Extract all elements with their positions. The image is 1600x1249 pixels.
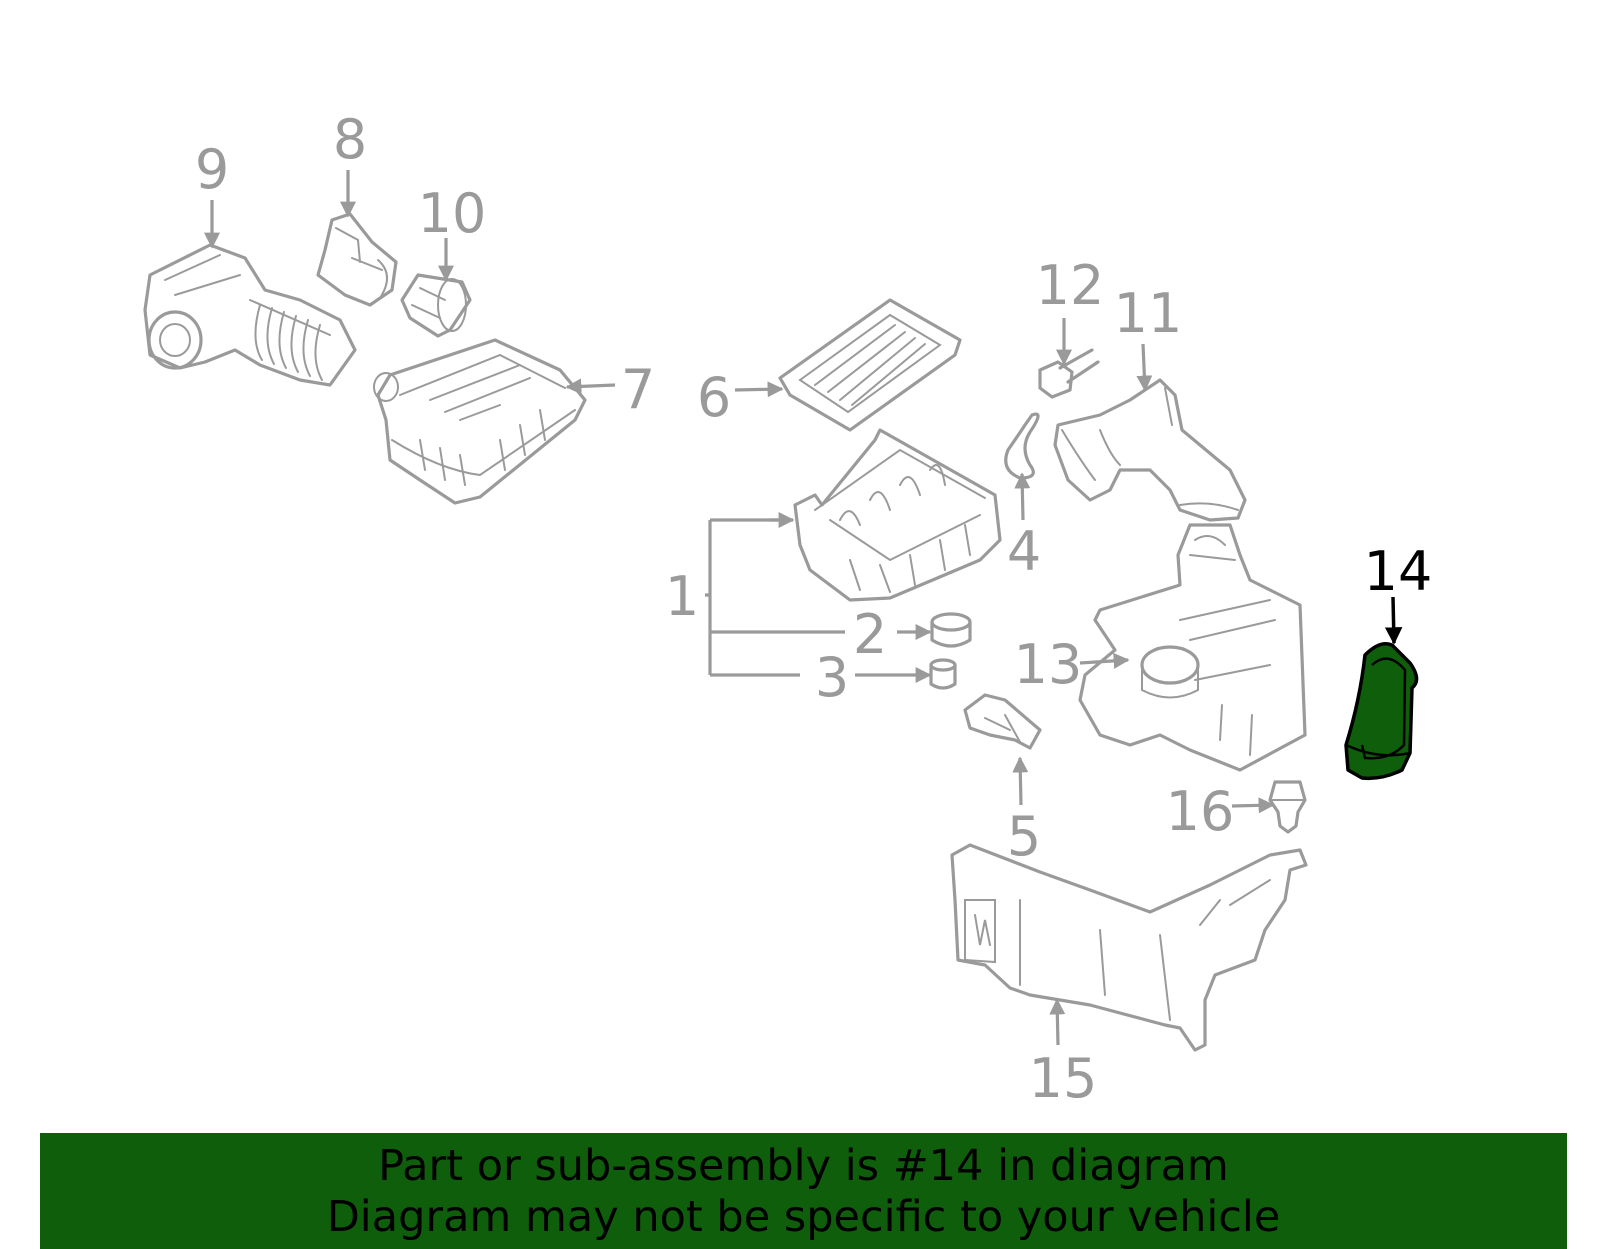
part-15-lower-shield xyxy=(950,843,1308,1052)
leader-5 xyxy=(1012,756,1029,806)
leader-6 xyxy=(734,381,784,398)
leader-11 xyxy=(1136,343,1153,392)
part-6-filter-element xyxy=(778,298,962,432)
part-4-clip xyxy=(1004,412,1040,480)
callout-labels: 9 8 10 7 6 12 11 4 1 2 3 13 5 16 15 14 xyxy=(195,108,1433,1110)
leader-lines xyxy=(204,170,1403,1046)
callout-12: 12 xyxy=(1036,254,1105,317)
info-banner: Part or sub-assembly is #14 in diagram D… xyxy=(40,1133,1567,1249)
leader-16 xyxy=(1231,797,1275,814)
banner-line-1: Part or sub-assembly is #14 in diagram xyxy=(378,1141,1229,1191)
leader-4 xyxy=(1014,472,1031,521)
part-10-coupler xyxy=(400,273,472,338)
part-5-bracket xyxy=(963,693,1042,750)
leader-15 xyxy=(1049,998,1066,1046)
leader-14 xyxy=(1384,596,1403,645)
banner-line-2: Diagram may not be specific to your vehi… xyxy=(326,1192,1281,1242)
part-13-resonator-housing xyxy=(1078,523,1307,772)
part-14-elbow-highlighted xyxy=(1344,642,1419,781)
part-3-plug xyxy=(929,658,957,690)
callout-4: 4 xyxy=(1007,520,1041,583)
leader-13 xyxy=(1079,652,1130,669)
callout-13: 13 xyxy=(1014,633,1083,696)
callout-7: 7 xyxy=(621,358,655,421)
part-8-sensor xyxy=(316,212,398,307)
callout-9: 9 xyxy=(195,138,229,201)
callout-15: 15 xyxy=(1029,1047,1098,1110)
part-12-bolt xyxy=(1038,348,1100,399)
callout-1: 1 xyxy=(665,565,699,628)
callout-3: 3 xyxy=(815,646,849,709)
callout-2: 2 xyxy=(853,603,887,666)
leader-7 xyxy=(565,378,616,395)
callout-5: 5 xyxy=(1007,805,1041,868)
callout-10: 10 xyxy=(418,182,487,245)
part-9-intake-duct xyxy=(143,243,357,387)
part-1-lower-housing xyxy=(793,428,1002,602)
callout-14: 14 xyxy=(1364,540,1433,603)
part-11-upper-duct xyxy=(1053,378,1247,522)
callout-11: 11 xyxy=(1114,282,1183,345)
callout-8: 8 xyxy=(333,108,367,171)
parts-diagram: 9 8 10 7 6 12 11 4 1 2 3 13 5 16 15 14 xyxy=(143,108,1433,1110)
part-16-push-clip xyxy=(1268,780,1307,834)
callout-16: 16 xyxy=(1166,780,1235,843)
callout-bracket-1 xyxy=(705,512,845,677)
part-7-air-cleaner-lid xyxy=(373,338,587,505)
part-2-plug xyxy=(930,612,972,648)
callout-6: 6 xyxy=(697,366,731,429)
